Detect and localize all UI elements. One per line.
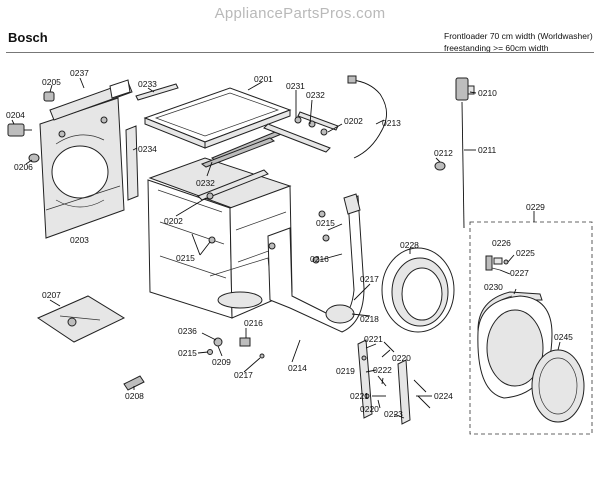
- label-0232: 0232: [306, 90, 325, 100]
- frame-strip-0234[interactable]: [125, 125, 139, 201]
- part-labels: 0201 0202 0202 0203 0204 0205 0206 0207 …: [6, 68, 573, 419]
- label-0216: 0216: [310, 254, 329, 264]
- label-0202: 0202: [164, 216, 183, 226]
- rod-0211[interactable]: [461, 101, 465, 229]
- leader-lines: [11, 77, 561, 419]
- label-0206: 0206: [14, 162, 33, 172]
- top-cover-0201[interactable]: [143, 87, 292, 149]
- service-cover-0237[interactable]: [49, 79, 133, 121]
- label-0207: 0207: [42, 290, 61, 300]
- label-0215: 0215: [178, 348, 197, 358]
- label-0217: 0217: [360, 274, 379, 284]
- hinge-bracket-0219[interactable]: [357, 339, 373, 419]
- label-0227: 0227: [510, 268, 529, 278]
- door-frame-0228[interactable]: [381, 247, 455, 333]
- label-0230: 0230: [484, 282, 503, 292]
- label-0220: 0220: [392, 353, 411, 363]
- label-0213: 0213: [382, 118, 401, 128]
- label-0205: 0205: [42, 77, 61, 87]
- label-0229: 0229: [526, 202, 545, 212]
- label-0219: 0219: [336, 366, 355, 376]
- label-0203: 0203: [70, 235, 89, 245]
- label-0208: 0208: [125, 391, 144, 401]
- label-0245: 0245: [554, 332, 573, 342]
- screws-cabinet[interactable]: [206, 128, 330, 359]
- door-lock-0210[interactable]: [455, 77, 475, 101]
- label-0222: 0222: [373, 365, 392, 375]
- label-0216: 0216: [244, 318, 263, 328]
- label-0201: 0201: [254, 74, 273, 84]
- label-0223: 0223: [384, 409, 403, 419]
- label-0234: 0234: [138, 144, 157, 154]
- hose-0213[interactable]: [347, 75, 387, 159]
- model-description-line-1: Frontloader 70 cm width (Worldwasher): [444, 31, 593, 41]
- label-0233: 0233: [138, 79, 157, 89]
- bottom-plate-0207[interactable]: [36, 295, 126, 343]
- inlet-valve-0204[interactable]: [7, 123, 32, 137]
- label-0228: 0228: [400, 240, 419, 250]
- hinge-pins[interactable]: [377, 341, 431, 409]
- door-hinge-parts-0226[interactable]: [485, 255, 509, 271]
- top-frame-rails-0231[interactable]: [200, 111, 339, 168]
- watermark: AppliancePartsPros.com: [214, 5, 386, 22]
- label-0237: 0237: [70, 68, 89, 78]
- label-0218: 0218: [360, 314, 379, 324]
- label-0225: 0225: [516, 248, 535, 258]
- label-0202: 0202: [344, 116, 363, 126]
- top-strip-0233[interactable]: [135, 83, 179, 101]
- label-0215: 0215: [316, 218, 335, 228]
- hinge-0205[interactable]: [43, 91, 55, 102]
- label-0217: 0217: [234, 370, 253, 380]
- model-description-line-2: freestanding >= 60cm width: [444, 43, 549, 53]
- label-0209: 0209: [212, 357, 231, 367]
- door-assembly-box-0229[interactable]: [469, 221, 593, 435]
- hinge-bracket-0224[interactable]: [397, 359, 411, 425]
- label-0226: 0226: [492, 238, 511, 248]
- label-0221: 0221: [364, 334, 383, 344]
- rear-panel-0203[interactable]: [39, 97, 125, 239]
- label-0231: 0231: [286, 81, 305, 91]
- label-0204: 0204: [6, 110, 25, 120]
- label-0224: 0224: [434, 391, 453, 401]
- label-0211: 0211: [478, 145, 497, 155]
- label-0214: 0214: [288, 363, 307, 373]
- label-0210: 0210: [478, 88, 497, 98]
- label-0232: 0232: [196, 178, 215, 188]
- label-0236: 0236: [178, 326, 197, 336]
- cross-brace[interactable]: [197, 169, 269, 201]
- header-divider: [6, 52, 594, 53]
- door-glass-0245[interactable]: [531, 349, 585, 423]
- label-0215: 0215: [176, 253, 195, 263]
- label-0220: 0220: [360, 404, 379, 414]
- brand-title: Bosch: [8, 30, 48, 45]
- label-0221: 0221: [350, 391, 369, 401]
- label-0212: 0212: [434, 148, 453, 158]
- bracket-0208[interactable]: [123, 375, 145, 391]
- clip-0212[interactable]: [434, 161, 446, 171]
- seal-ring-0218[interactable]: [325, 304, 355, 324]
